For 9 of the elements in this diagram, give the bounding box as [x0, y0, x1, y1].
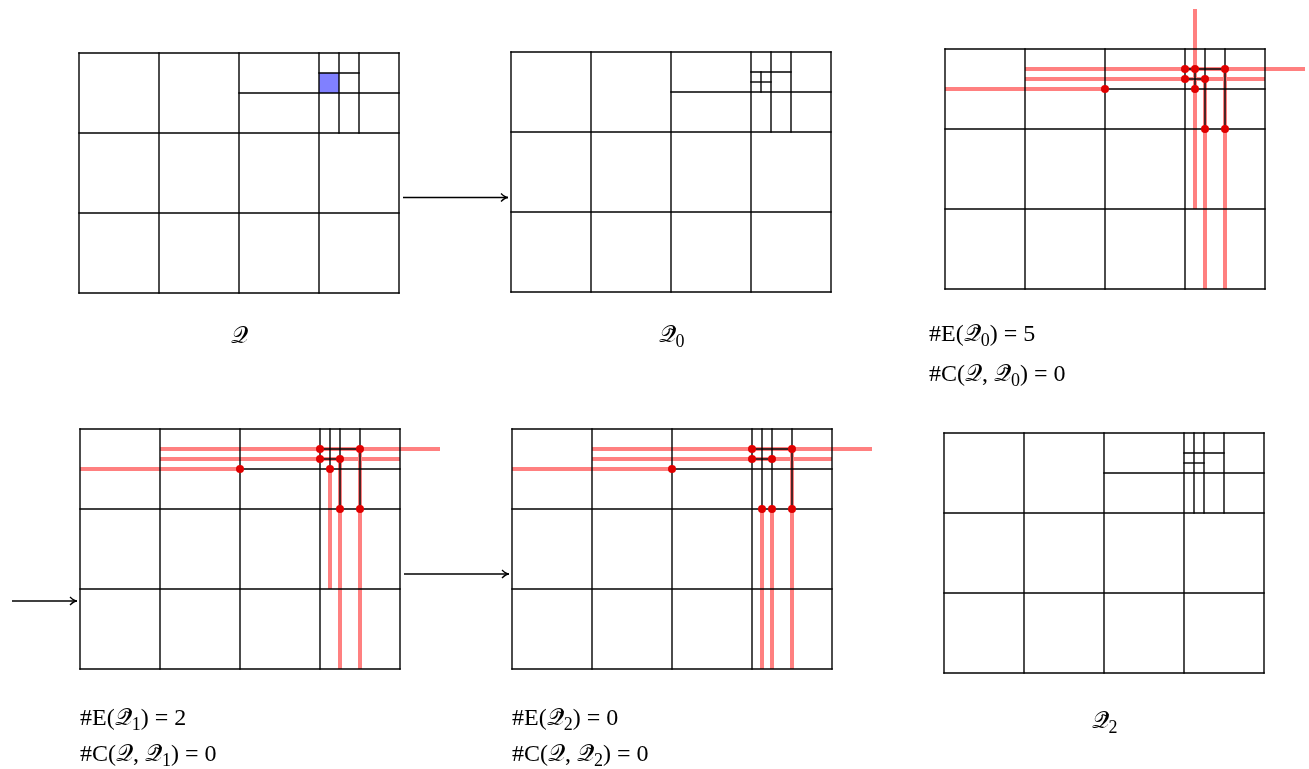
formula-label: #E(𝒬̃$_{2}$) = 0: [512, 703, 619, 735]
formula-label: #C(𝒬, 𝒬̃$_{1}$) = 0: [80, 739, 217, 769]
formula-label: 𝒬: [231, 321, 248, 350]
formula-label: 𝒬̃$_{0}$: [658, 320, 685, 353]
formula-label: #E(𝒬̃$_{1}$) = 2: [80, 703, 187, 735]
formula-label: #C(𝒬, 𝒬̃$_{2}$) = 0: [512, 739, 649, 769]
formula-label: #E(𝒬̃$_{0}$) = 5: [929, 319, 1036, 352]
formula-label: 𝒬̃$_{2}$: [1091, 706, 1118, 739]
formula-label: #C(𝒬, 𝒬̃$_{0}$) = 0: [929, 359, 1066, 392]
